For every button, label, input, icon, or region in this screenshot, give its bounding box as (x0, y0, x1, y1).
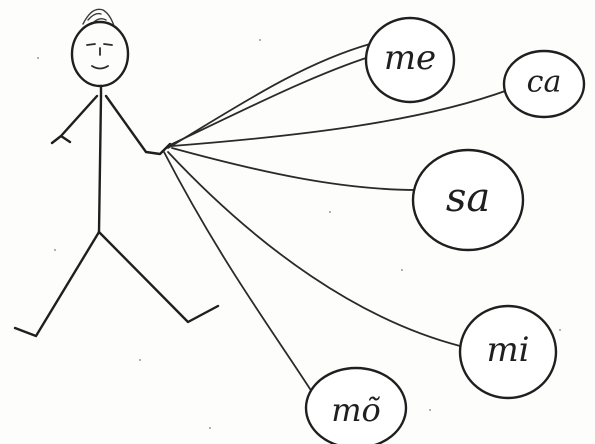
balloon-mi: mi (460, 306, 556, 398)
balloon-sa-label: sa (446, 175, 490, 221)
figure-right-leg (99, 232, 218, 322)
figure-body (99, 96, 101, 232)
figure-left-leg (15, 232, 99, 336)
string-sa (172, 148, 418, 190)
balloon-me-label: me (384, 38, 436, 78)
balloon-ca-label: ca (527, 65, 562, 100)
string-mo (164, 152, 312, 392)
balloon-mo-label: mõ (331, 391, 381, 429)
balloon-mo: mõ (306, 368, 406, 444)
balloon-me: me (366, 18, 454, 102)
figure-right-eye (104, 44, 112, 45)
figure-right-arm (106, 96, 170, 154)
string-ca (172, 90, 508, 146)
balloon-ca: ca (504, 51, 584, 117)
balloon-mi-label: mi (486, 330, 529, 370)
figure-mouth (92, 66, 108, 69)
string-me-upper (170, 56, 372, 145)
figure-left-arm (52, 96, 97, 143)
balloon-sa: sa (413, 150, 523, 250)
figure-left-eye (87, 44, 95, 45)
